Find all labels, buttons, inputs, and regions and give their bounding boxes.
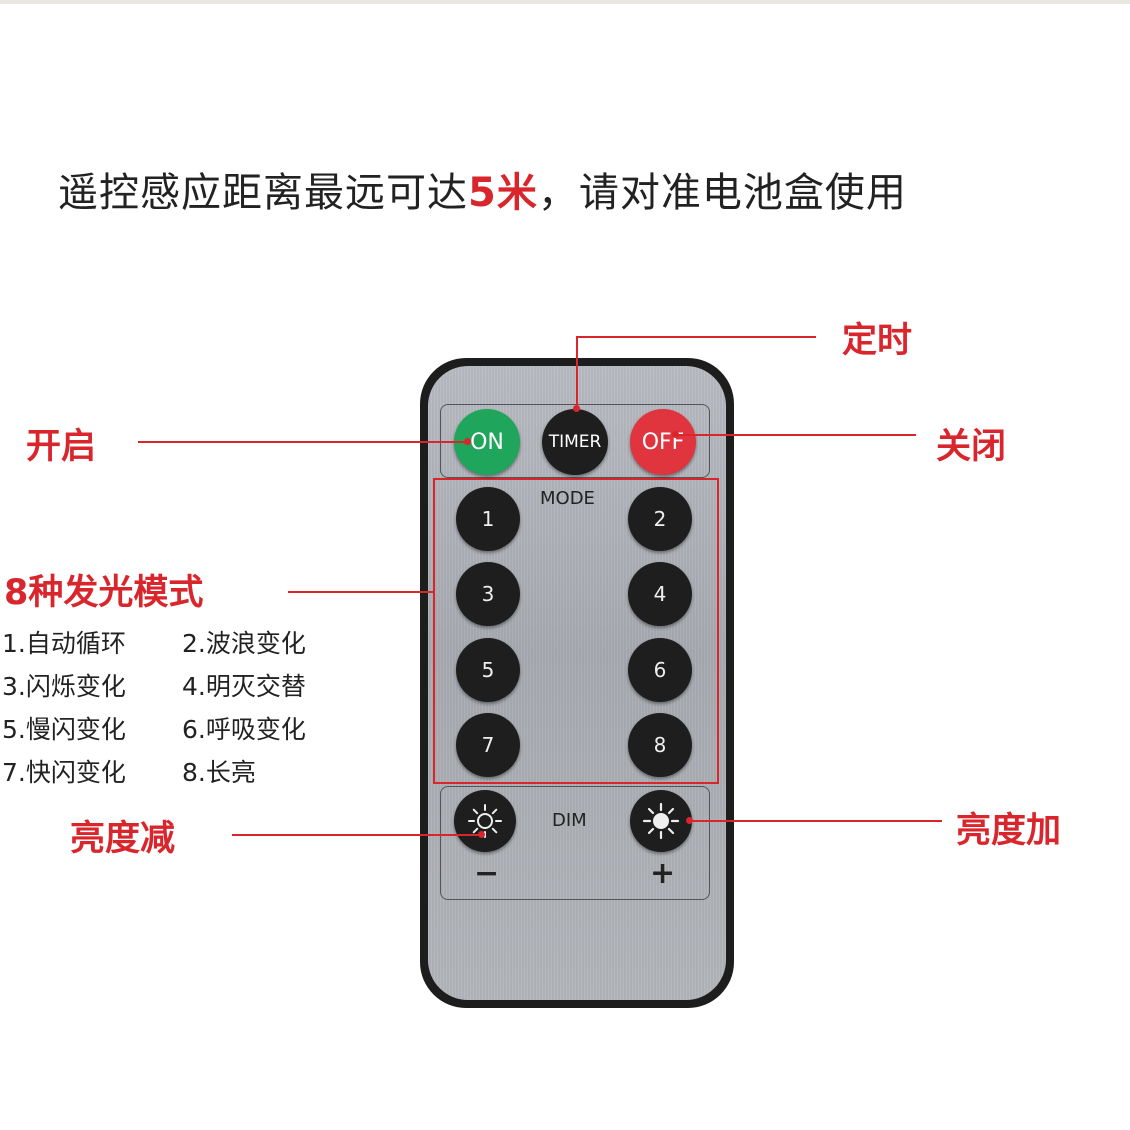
modes-list: 1.自动循环 2.波浪变化 3.闪烁变化 4.明灭交替 5.慢闪变化 6.呼吸变化 7… [2, 622, 306, 794]
callout-off: 关闭 [936, 427, 1007, 467]
sun-dim-icon [468, 804, 502, 838]
mode-button-6[interactable]: 6 [628, 638, 692, 702]
callout-timer: 定时 [842, 321, 913, 361]
dim-label: DIM [552, 810, 587, 831]
callout-dot-on [464, 438, 471, 445]
modes-row: 3.闪烁变化 4.明灭交替 [2, 665, 306, 708]
dim-panel [440, 786, 710, 900]
headline: 遥控感应距离最远可达5米，请对准电池盒使用 [58, 160, 907, 218]
callout-line-modes [288, 591, 433, 593]
mode-item: 4.明灭交替 [182, 672, 306, 701]
mode-item: 6.呼吸变化 [182, 715, 306, 744]
callout-line-dim-up [690, 820, 942, 822]
dim-up-button[interactable] [630, 790, 692, 852]
mode-button-1[interactable]: 1 [456, 487, 520, 551]
top-divider [0, 0, 1130, 4]
modes-row: 1.自动循环 2.波浪变化 [2, 622, 306, 665]
mode-button-7[interactable]: 7 [456, 713, 520, 777]
callout-dot-dim-down [478, 831, 485, 838]
mode-button-2[interactable]: 2 [628, 487, 692, 551]
headline-text-after: ，请对准电池盒使用 [537, 170, 907, 216]
off-button[interactable]: OFF [630, 409, 696, 475]
mode-item: 1.自动循环 [2, 629, 126, 658]
callout-line-timer-vertical [576, 336, 578, 409]
timer-button[interactable]: TIMER [542, 409, 608, 475]
mode-item: 2.波浪变化 [182, 629, 306, 658]
callout-modes: 8种发光模式 [4, 573, 204, 613]
mode-item: 7.快闪变化 [2, 758, 126, 787]
callout-line-on [138, 441, 468, 443]
mode-item: 3.闪烁变化 [2, 672, 126, 701]
plus-sign: + [650, 856, 676, 891]
mode-item: 5.慢闪变化 [2, 715, 126, 744]
mode-button-8[interactable]: 8 [628, 713, 692, 777]
callout-dim-down: 亮度减 [70, 819, 176, 859]
callout-line-dim-down [232, 834, 482, 836]
mode-button-5[interactable]: 5 [456, 638, 520, 702]
minus-sign: − [474, 856, 500, 891]
sun-bright-icon [642, 802, 680, 840]
callout-dot-timer [573, 405, 580, 412]
mode-item: 8.长亮 [182, 758, 256, 787]
dim-down-button[interactable] [454, 790, 516, 852]
mode-highlight-frame [433, 478, 719, 784]
callout-dot-off [672, 431, 679, 438]
modes-row: 5.慢闪变化 6.呼吸变化 [2, 708, 306, 751]
mode-label: MODE [540, 488, 595, 509]
modes-row: 7.快闪变化 8.长亮 [2, 751, 306, 794]
callout-line-off [676, 434, 916, 436]
mode-button-3[interactable]: 3 [456, 562, 520, 626]
callout-dim-up: 亮度加 [956, 811, 1062, 851]
callout-dot-dim-up [686, 817, 693, 824]
callout-line-timer [576, 336, 816, 338]
mode-button-4[interactable]: 4 [628, 562, 692, 626]
headline-text-before: 遥控感应距离最远可达 [58, 170, 468, 216]
headline-highlight: 5米 [468, 170, 538, 216]
callout-on: 开启 [26, 427, 97, 467]
